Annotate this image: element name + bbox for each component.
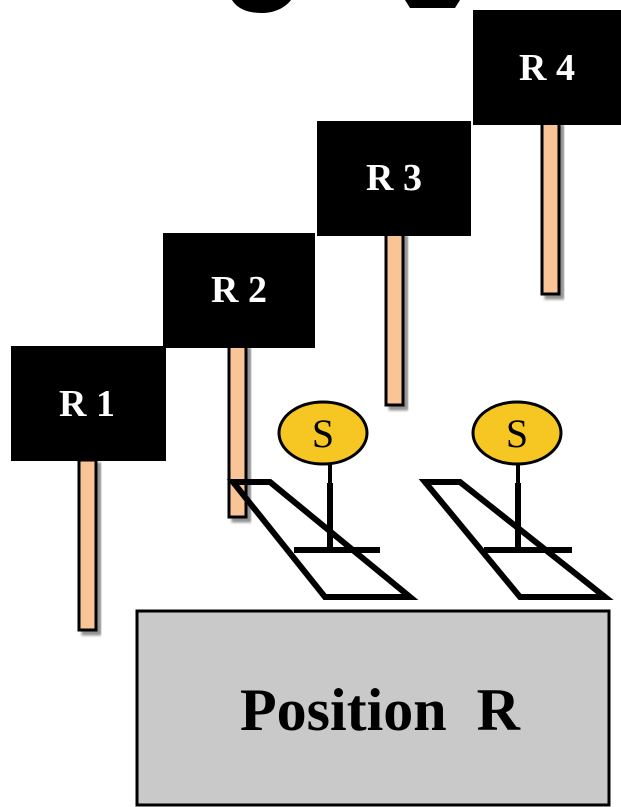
seat-right: S: [471, 400, 563, 466]
position-r-label: Position R: [240, 677, 521, 743]
sign-post-r3: [384, 231, 405, 407]
seat-right-label: S: [506, 411, 528, 456]
chair-right: [418, 460, 614, 600]
sign-r1: R 1: [11, 346, 166, 461]
seat-left-label: S: [312, 411, 334, 456]
sign-r1-label: R 1: [59, 383, 115, 425]
sign-r2: R 2: [163, 233, 315, 348]
cropped-top-shapes: [232, 0, 460, 13]
sign-posts: [77, 120, 561, 632]
sign-r4: R 4: [473, 10, 621, 125]
seat-left: S: [277, 400, 369, 466]
sign-post-r1: [77, 458, 98, 632]
sign-post-r4: [540, 120, 561, 296]
position-r-box: Position R: [135, 609, 611, 807]
sign-r3: R 3: [317, 121, 471, 236]
sign-r3-label: R 3: [366, 157, 422, 199]
sign-r4-label: R 4: [519, 47, 575, 89]
chair-left: [226, 460, 419, 600]
sign-r2-label: R 2: [211, 269, 267, 311]
